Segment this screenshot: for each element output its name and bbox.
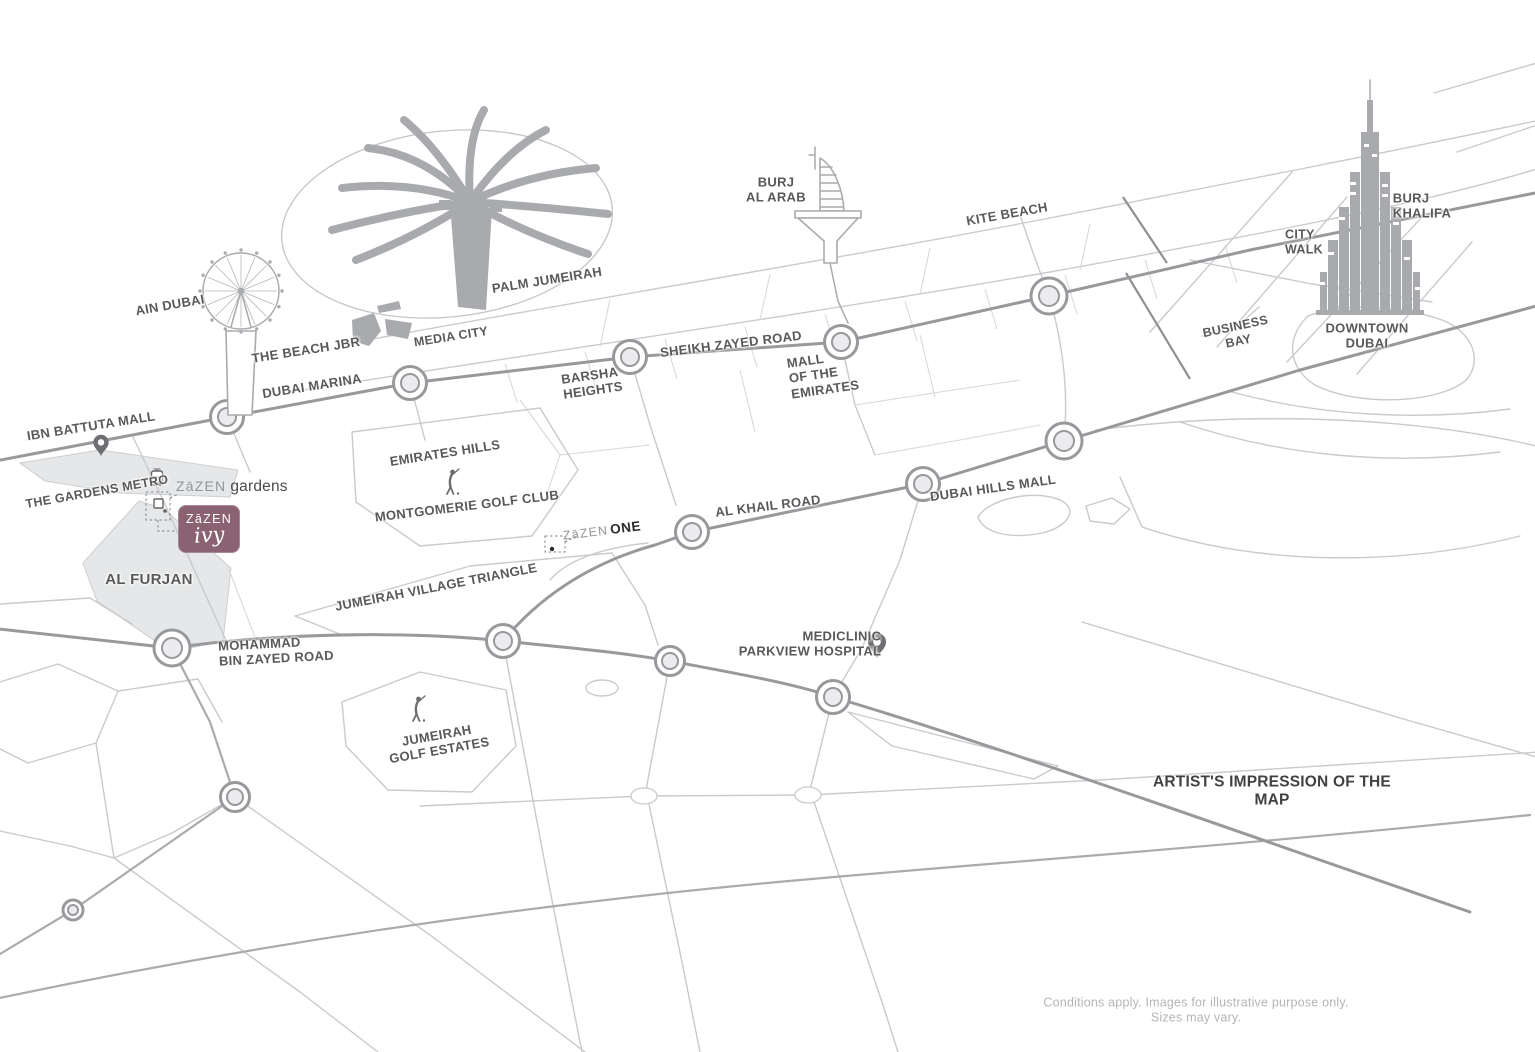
- roundabout-icon: [654, 645, 686, 677]
- palm-island-icon: [280, 106, 614, 319]
- road-southwest: [0, 795, 237, 956]
- roundabout-icon: [152, 628, 192, 668]
- interchanges: [61, 276, 1084, 922]
- roundabout-icon: [905, 466, 941, 502]
- zazen-gardens-name: gardens: [230, 478, 288, 495]
- ferris-wheel-icon: [198, 248, 284, 416]
- zazen-one-name: ONE: [609, 518, 642, 537]
- zazen-one-marker: [544, 535, 578, 553]
- zazen-ivy-wordmark: ZāZEN: [185, 511, 233, 526]
- road-to-south-roundabout: [170, 646, 237, 799]
- artist-impression-note: ARTIST'S IMPRESSION OF THE MAP: [1153, 773, 1391, 809]
- roundabout-icon: [612, 339, 648, 375]
- zazen-ivy-logo: ZāZEN ivy: [178, 505, 240, 553]
- label-city-walk: CITY WALK: [1285, 227, 1323, 256]
- sheikh-zayed-road-line: [0, 191, 1535, 462]
- tower-icon: [1316, 79, 1424, 315]
- roundabout-icon: [485, 623, 521, 659]
- sail-hotel-icon: [794, 146, 862, 324]
- label-mediclinic-parkview-hospital: MEDICLINIC PARKVIEW HOSPITAL: [738, 628, 882, 659]
- map-pin-icon: [868, 633, 886, 658]
- roundabout-icon: [1044, 421, 1084, 461]
- label-mohammad-bin-zayed-road: MOHAMMAD BIN ZAYED ROAD: [217, 634, 335, 669]
- roundabout-icon: [674, 514, 710, 550]
- label-mall-of-the-emirates: MALL OF THE EMIRATES: [785, 350, 861, 402]
- landmarks: [93, 79, 1424, 722]
- roundabout-icon: [61, 898, 85, 922]
- roundabout-icon: [815, 679, 851, 715]
- mohammad-bin-zayed-road-line: [0, 627, 1472, 914]
- map-pin-icon: [93, 434, 109, 456]
- zazen-ivy-name: ivy: [193, 522, 225, 549]
- main-roads: [0, 191, 1535, 914]
- al-khail-road-line: [501, 304, 1535, 643]
- roundabout-icon: [1029, 276, 1069, 316]
- golfer-icon: [412, 695, 426, 722]
- road-network: [0, 62, 1535, 1052]
- zazen-gardens-marker: [145, 491, 179, 532]
- junction-node: [794, 786, 822, 804]
- road-south-sweep: [0, 813, 1532, 1000]
- zazen-one-wordmark: ZāZEN: [562, 523, 610, 543]
- label-burj-al-arab: BURJ AL ARAB: [746, 174, 806, 205]
- roundabout-icon: [823, 324, 859, 360]
- zazen-gardens-wordmark: ZāZEN: [176, 478, 227, 494]
- label-burj-khalifa: BURJ KHALIFA: [1392, 190, 1452, 221]
- label-al-furjan: AL FURJAN: [105, 571, 193, 589]
- golfer-icon: [446, 468, 460, 495]
- junction-node: [630, 787, 658, 805]
- label-downtown-dubai: DOWNTOWN DUBAI: [1325, 320, 1409, 351]
- metro-train-icon: [150, 468, 164, 486]
- disclaimer-text: Conditions apply. Images for illustrativ…: [1043, 995, 1349, 1024]
- roundabout-icon: [392, 365, 428, 401]
- beach-jbr-icon: [352, 301, 412, 346]
- roundabout-icon: [219, 781, 251, 813]
